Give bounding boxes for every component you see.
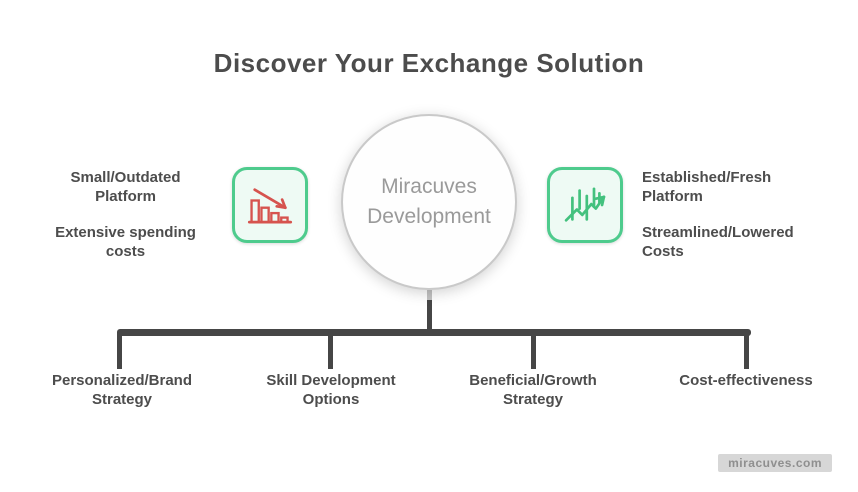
connector-drop-1 [117, 333, 122, 369]
right-item-2: Streamlined/Lowered Costs [642, 223, 847, 261]
declining-chart-icon-box [232, 167, 308, 243]
left-pain-points: Small/Outdated Platform Extensive spendi… [28, 168, 223, 261]
connector-drop-2 [328, 333, 333, 369]
branch-label-1-line1: Personalized/Brand [51, 372, 193, 389]
branch-label-1-line2: Strategy [91, 391, 153, 408]
center-node-line2: Development [367, 205, 491, 228]
branch-label-4-line1: Cost-effectiveness [679, 372, 813, 389]
branch-label-3-line1: Beneficial/Growth [469, 372, 597, 389]
right-item-2-line1: Streamlined/Lowered [642, 224, 794, 241]
right-item-1: Established/Fresh Platform [642, 168, 847, 206]
declining-bar-chart-icon [247, 188, 293, 224]
left-item-2: Extensive spending costs [28, 223, 223, 261]
right-item-1-line2: Platform [642, 188, 703, 205]
branch-label-3: Beneficial/Growth Strategy [433, 371, 633, 409]
center-node: Miracuves Development [341, 114, 517, 290]
left-item-2-line2: costs [105, 243, 146, 260]
watermark: miracuves.com [718, 454, 832, 472]
left-item-1-line1: Small/Outdated [70, 169, 181, 186]
left-item-2-line1: Extensive spending [55, 224, 196, 241]
connector-horizontal-bar [117, 329, 751, 336]
branch-label-2: Skill Development Options [231, 371, 431, 409]
center-node-line1: Miracuves [381, 175, 477, 198]
rising-candlestick-chart-icon [564, 187, 606, 222]
rising-chart-icon-box [547, 167, 623, 243]
right-item-2-line2: Costs [642, 243, 684, 260]
right-benefits: Established/Fresh Platform Streamlined/L… [642, 168, 847, 261]
branch-label-3-line2: Strategy [502, 391, 564, 408]
branch-label-2-line2: Options [302, 391, 360, 408]
left-item-1: Small/Outdated Platform [28, 168, 223, 206]
connector-stem [427, 290, 432, 332]
left-item-1-line2: Platform [95, 188, 156, 205]
branch-label-1: Personalized/Brand Strategy [22, 371, 222, 409]
branch-label-4: Cost-effectiveness [646, 371, 846, 390]
connector-drop-4 [744, 333, 749, 369]
connector-drop-3 [531, 333, 536, 369]
branch-label-2-line1: Skill Development [266, 372, 396, 389]
page-title: Discover Your Exchange Solution [213, 48, 645, 78]
right-item-1-line1: Established/Fresh [642, 169, 772, 186]
